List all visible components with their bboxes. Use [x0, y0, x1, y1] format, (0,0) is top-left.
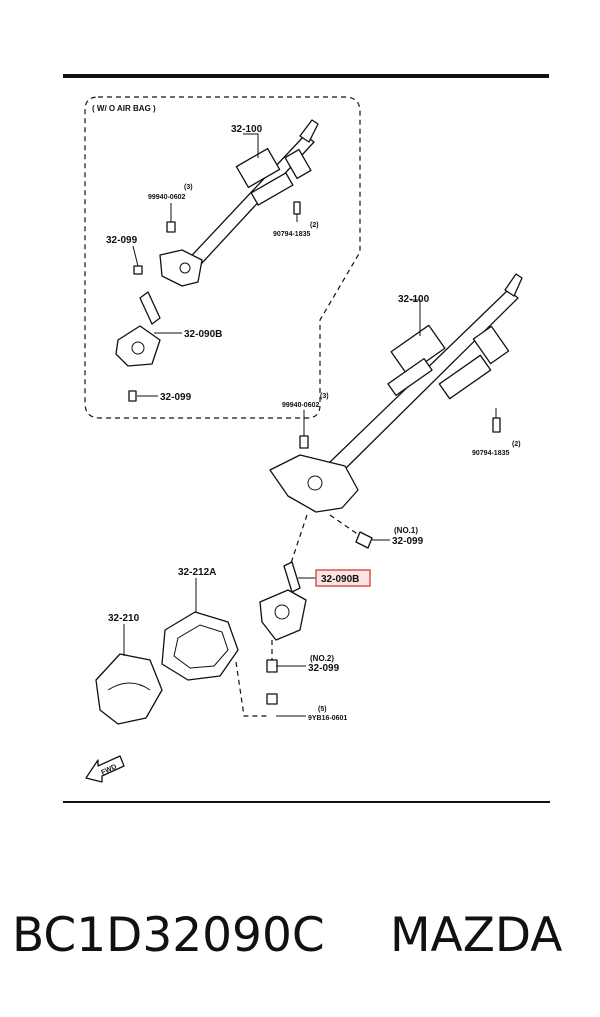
inset-housing-hole: [179, 262, 191, 274]
bolt1-tag: (NO.1): [394, 526, 418, 535]
joint-hole: [274, 604, 290, 620]
boot-32-210: [95, 653, 163, 725]
column-side-bracket: [387, 357, 433, 397]
boot-label: 32-210: [108, 613, 140, 624]
inset-upper-bolt-leader: [132, 245, 139, 267]
housing-hole: [307, 475, 323, 491]
inset-joint-label: 32-090B: [184, 329, 222, 340]
bolt1-label: 32-099: [392, 536, 424, 547]
inset-joint-yoke: [115, 325, 161, 367]
inset-lower-housing: [159, 249, 203, 287]
caption: BC1D32090C MAZDA: [0, 900, 600, 980]
inset-without-airbag: ( W/ O AIR BAG ) 32-100 (3) 99940-0602 (…: [84, 96, 361, 419]
inset-lower-bolt-label: 32-099: [160, 392, 192, 403]
fwd-arrow-icon: FWD: [85, 755, 125, 783]
inset-bolt-qty: (3): [184, 184, 193, 191]
inset-mid-bracket: [250, 172, 294, 206]
joint-shaft: [283, 561, 301, 593]
column-tip: [504, 273, 523, 297]
boot-fold: [107, 682, 151, 691]
column-lower-bracket: [438, 354, 492, 400]
inset-nut-qty: (2): [310, 222, 319, 229]
inset-upper-bracket: [235, 147, 281, 189]
bolt-label: 99940-0602: [282, 402, 319, 409]
joint-yoke: [259, 589, 307, 641]
inset-title: ( W/ O AIR BAG ): [92, 104, 156, 113]
bolt1-icon: [355, 531, 373, 549]
screw-qty: (5): [318, 706, 327, 713]
inset-nut-label: 90794-1835: [273, 231, 310, 238]
plate-32-212A: [161, 611, 239, 681]
nut-qty: (2): [512, 441, 521, 448]
nut-icon: [492, 417, 501, 433]
main-assembly: 32-100 (3) 99940-0602 (2) 90794-1835 (NO…: [85, 273, 523, 783]
inset-column-tip: [299, 119, 319, 143]
column-leader: [410, 299, 421, 336]
inset-column-leader: [243, 133, 259, 158]
inset-nut-icon: [293, 201, 301, 215]
nut-label: 90794-1835: [472, 450, 509, 457]
brand-name: MAZDA: [390, 908, 563, 963]
plate-label: 32-212A: [178, 567, 216, 578]
plate-inner-ring: [173, 624, 229, 669]
bolt2-tag: (NO.2): [310, 654, 334, 663]
screw-label: 9YB16-0601: [308, 715, 347, 722]
bolt-qty: (3): [320, 393, 329, 400]
inset-lower-bolt-icon: [128, 390, 137, 402]
inset-bolt-icon: [166, 221, 176, 233]
bolt2-icon: [266, 659, 278, 673]
inset-joint-hole: [131, 341, 145, 355]
bolt2-label: 32-099: [308, 663, 340, 674]
inset-bolt-label: 99940-0602: [148, 194, 185, 201]
inset-dashed-border: [84, 96, 361, 419]
screw-icon: [266, 693, 278, 705]
plate-screw-link: [235, 661, 268, 717]
joint-dashed-link: [289, 514, 308, 567]
inset-upper-bolt-icon: [133, 265, 143, 275]
inset-column-label: 32-100: [231, 124, 263, 135]
column-shaft: [329, 289, 519, 473]
column-lower-housing: [269, 454, 359, 513]
inset-upper-bolt-label: 32-099: [106, 235, 138, 246]
joint-highlight-box: [315, 569, 371, 587]
joint-label: 32-090B: [321, 574, 359, 585]
part-number: BC1D32090C: [12, 908, 325, 963]
column-collar: [472, 325, 510, 365]
bolt-icon: [299, 435, 309, 449]
inset-joint-shaft: [139, 291, 161, 325]
column-label: 32-100: [398, 294, 430, 305]
inset-collar: [284, 148, 312, 180]
